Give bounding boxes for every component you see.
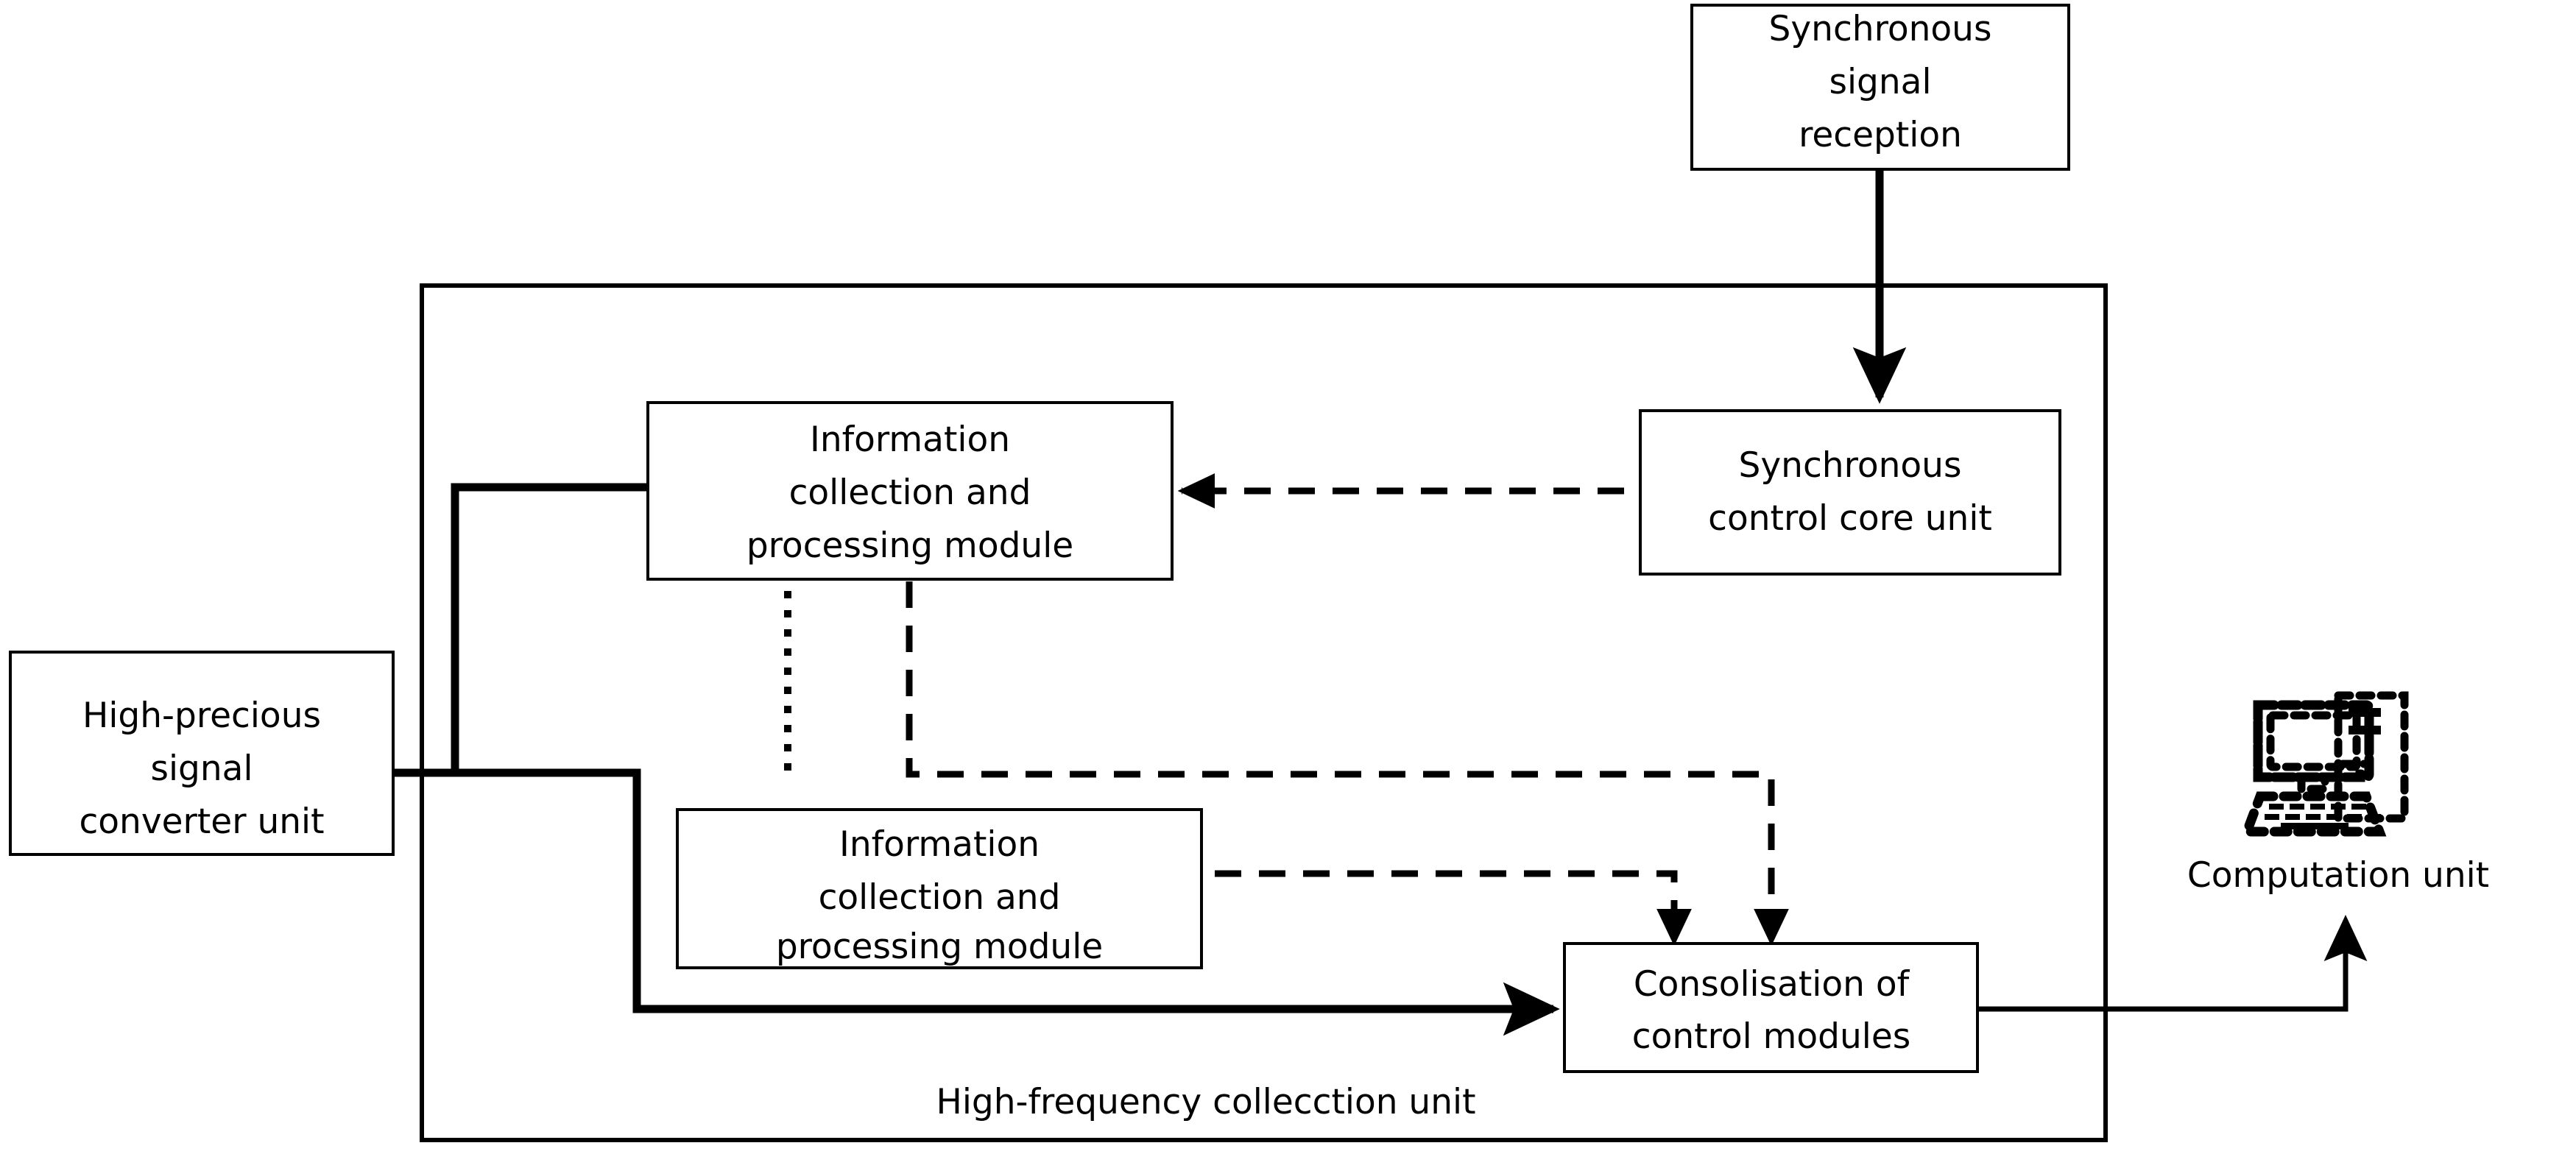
consolidation-control-line-2: control modules [1632, 1016, 1910, 1057]
consolidation-control-line-1: Consolisation of [1634, 964, 1910, 1005]
sync-control-core-box [1639, 409, 2061, 576]
node-sync-control-core[interactable]: Synchronous control core unit [1639, 409, 2061, 576]
info-module-top-box [646, 401, 1174, 581]
high-precious-converter-line-3: converter unit [79, 801, 324, 842]
edge-consolidation-to-computation [1977, 915, 2368, 1012]
node-info-module-top[interactable]: Information collection and processing mo… [646, 401, 1174, 581]
sync-signal-reception-line-3: reception [1799, 115, 1962, 155]
info-module-bottom-line-2: collection and [819, 877, 1061, 918]
computer-monitor-icon [2240, 691, 2409, 837]
info-module-top-line-3: processing module [747, 525, 1073, 566]
high-precious-converter-line-1: High-precious [82, 695, 321, 736]
sync-signal-reception-line-1: Synchronous [1769, 9, 1992, 49]
node-info-module-bottom[interactable]: Information collection and processing mo… [676, 808, 1203, 969]
node-sync-signal-reception[interactable]: Synchronous signal reception [1690, 4, 2070, 171]
info-module-top-line-1: Information [810, 420, 1010, 460]
sync-control-core-line-1: Synchronous [1739, 445, 1962, 486]
high-precious-converter-line-2: signal [150, 748, 253, 789]
sync-control-core-line-2: control core unit [1708, 498, 1992, 539]
container-caption: High-frequency collecction unit [936, 1082, 1476, 1122]
edge-converter-to-consolidation [390, 768, 1560, 1036]
high-precious-converter-box [9, 651, 395, 856]
node-consolidation-control[interactable]: Consolisation of control modules [1563, 942, 1979, 1073]
sync-signal-reception-line-2: signal [1829, 62, 1931, 102]
edge-info-top-to-consolidation [906, 581, 1789, 946]
sync-signal-reception-box [1690, 4, 2070, 171]
info-module-bottom-line-1: Information [839, 824, 1040, 865]
computation-unit-label: Computation unit [2187, 855, 2489, 896]
node-high-precious-converter[interactable]: High-precious signal converter unit [9, 651, 395, 856]
info-module-top-line-2: collection and [789, 472, 1031, 513]
info-module-bottom-line-3: processing module [776, 927, 1103, 967]
info-module-bottom-box [676, 808, 1203, 969]
consolidation-control-box [1563, 942, 1979, 1073]
